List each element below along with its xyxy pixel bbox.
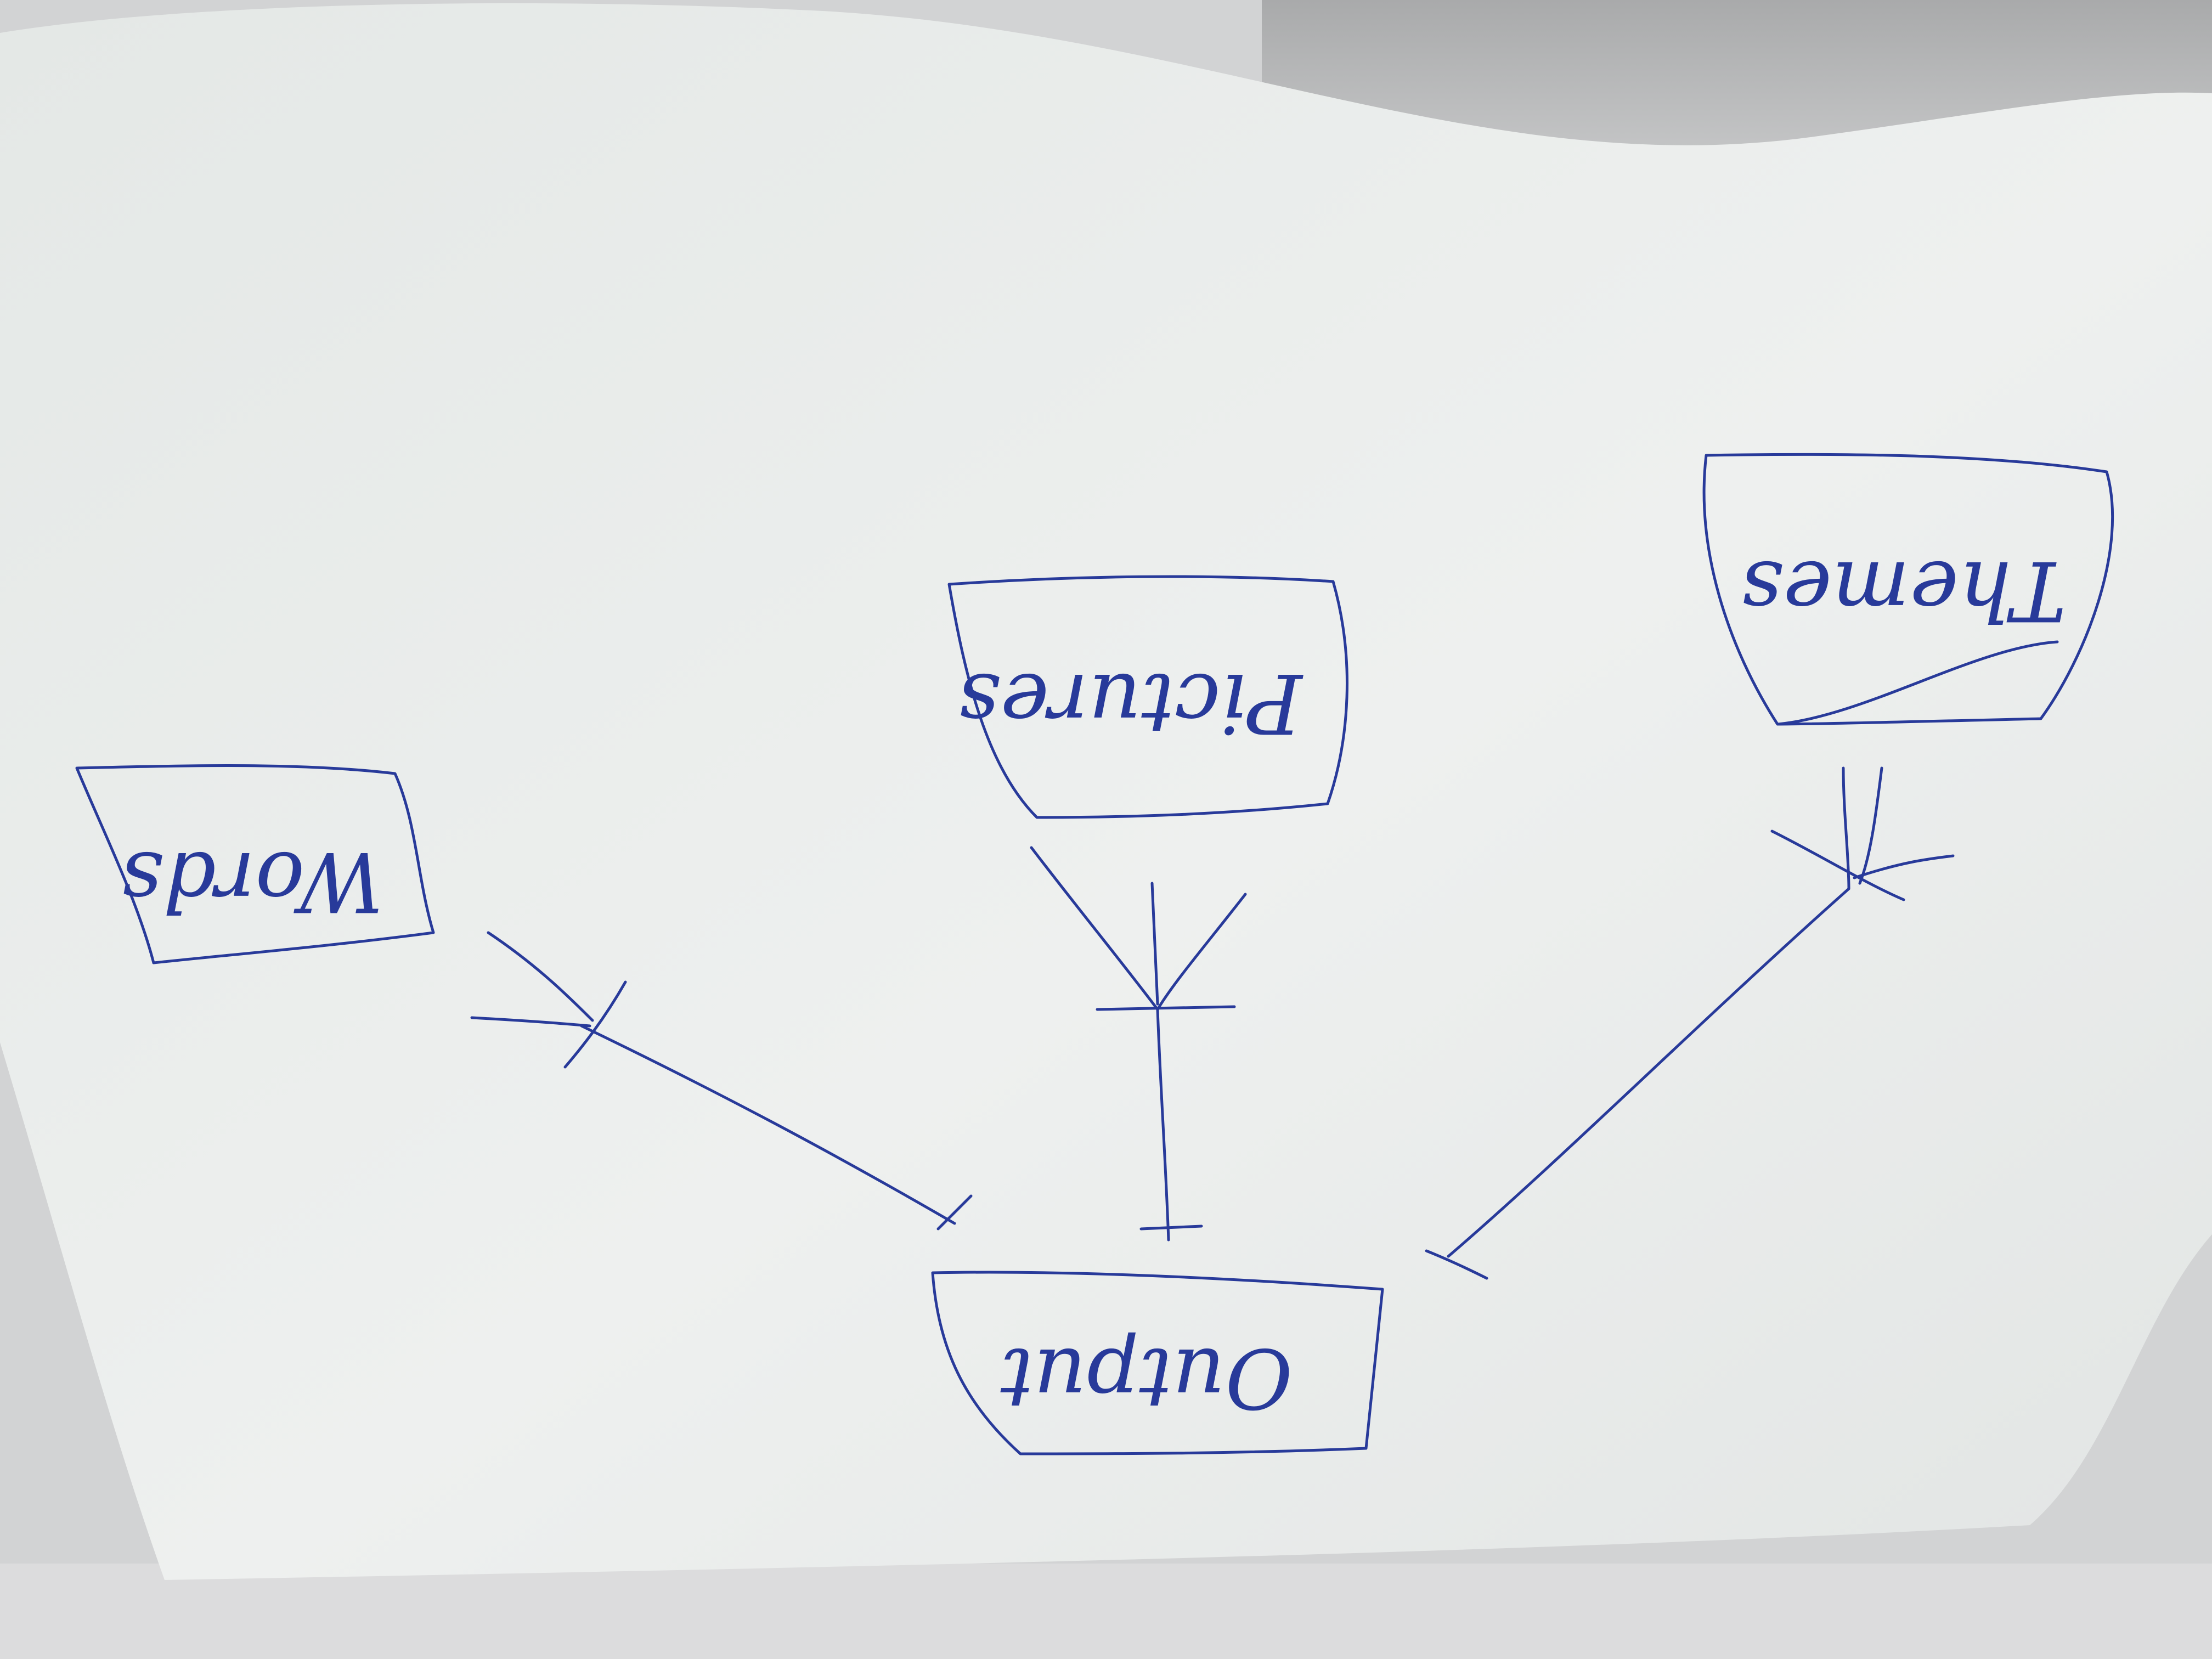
connector-words-output	[470, 931, 973, 1231]
label-output: Output	[1000, 1330, 1293, 1425]
table-bottom	[0, 1564, 2212, 1659]
double-bar-themes-1	[1842, 766, 1850, 890]
tick-words-output	[936, 1194, 973, 1231]
label-pictures: Pictures	[958, 655, 1304, 751]
crowfoot-themes-1	[1770, 830, 1905, 901]
label-themes: Themes	[1741, 543, 2066, 638]
crowfoot-pictures-2	[1156, 893, 1247, 1011]
themes-underline	[1776, 640, 2059, 726]
double-bar-themes-2	[1858, 766, 1883, 885]
tick-pictures-2	[1139, 1224, 1203, 1231]
box-themes: Themes	[1702, 453, 2114, 726]
box-words: Words	[75, 764, 435, 964]
connector-themes-output	[1425, 766, 1955, 1280]
connector-pictures-output	[1030, 846, 1247, 1242]
label-words: Words	[121, 833, 383, 929]
paper-sheet	[0, 3, 2212, 1581]
crowfoot-words-2	[470, 1016, 591, 1028]
box-pictures: Pictures	[947, 575, 1348, 819]
crowfoot-themes-2	[1853, 854, 1955, 879]
tick-pictures-1	[1096, 1005, 1236, 1011]
crowfoot-words-3	[563, 980, 627, 1069]
crowfoot-words-1	[487, 931, 594, 1022]
tick-themes-output	[1425, 1249, 1488, 1280]
box-output: Output	[931, 1271, 1384, 1455]
crowfoot-pictures-1	[1030, 846, 1159, 1011]
crowfoot-pictures-3	[1150, 882, 1159, 1006]
